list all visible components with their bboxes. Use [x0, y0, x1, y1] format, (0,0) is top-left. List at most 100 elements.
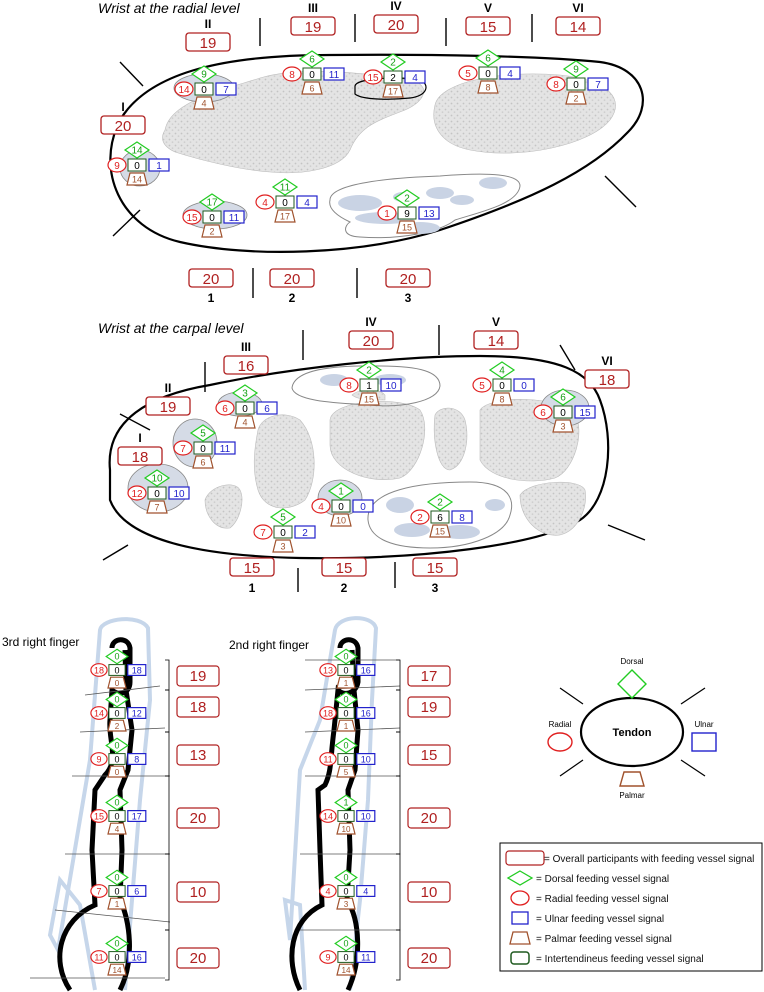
carpal-cluster-9-dorsal-diamond [269, 508, 297, 526]
radial-cluster-8-center-value: 0 [209, 213, 215, 224]
carpal-cluster-9-radial-oval [253, 524, 273, 540]
finger-3-level-4-ulnar-square [127, 809, 147, 822]
carpal-cluster-2-ulnar-value: 0 [521, 381, 527, 392]
carpal-compartment-V-box [473, 330, 519, 350]
finger-2-level-1-total-box [407, 665, 451, 687]
radial-cluster-4-palmar-value: 8 [485, 83, 490, 93]
radial-compartment-IV-box [373, 14, 419, 34]
radial-cluster-5-ulnar-square [587, 77, 609, 91]
radial-cluster-1-radial-oval [174, 81, 194, 97]
radial-cluster-3-center-value: 2 [390, 73, 396, 84]
finger-2-level-5-center-value: 0 [343, 887, 348, 897]
finger-2-level-5-palmar-trapezoid [336, 897, 356, 910]
carpal-bottom-3-value: 15 [427, 560, 444, 577]
radial-cluster-2-palmar-value: 6 [309, 84, 314, 94]
carpal-cluster-5-ulnar-square [214, 441, 236, 455]
finger-3-level-1-radial-value: 18 [94, 666, 104, 676]
carpal-compartment-II-label: II [165, 381, 172, 395]
finger-3-level-1-palmar-value: 0 [115, 679, 120, 688]
radial-cluster-5-center-square [566, 77, 586, 91]
finger-3-level-3-bracket [165, 731, 170, 777]
finger-2-level-6-center-value: 0 [343, 953, 348, 963]
radial-compartment-I: I20 [100, 100, 146, 135]
radial-cluster-4-center-square [478, 66, 498, 80]
radial-cluster-4-radial-value: 5 [465, 69, 471, 80]
carpal-cluster-3-palmar-value: 4 [242, 418, 247, 428]
carpal-cluster-2-dorsal-diamond [488, 361, 516, 379]
finger-2-level-4-dorsal-diamond [334, 794, 358, 811]
carpal-level-title: Wrist at the carpal level [98, 320, 244, 336]
carpal-compartment-III-value: 16 [238, 358, 255, 375]
carpal-compartment-VI-label: VI [601, 354, 612, 368]
radial-cluster-7-palmar-trapezoid [274, 209, 296, 223]
radial-compartment-III-value: 19 [305, 19, 322, 36]
finger-2-level-2-dorsal-diamond [334, 691, 358, 708]
radial-compartment-III-label: III [308, 1, 318, 15]
carpal-cluster-1-radial-oval [339, 377, 359, 393]
radial-cluster-8-ulnar-value: 11 [229, 213, 240, 224]
radial-cluster-2-ulnar-value: 11 [329, 70, 340, 81]
carpal-cluster-6-dorsal-diamond [143, 469, 171, 487]
carpal-cluster-5-dorsal-value: 5 [200, 429, 206, 440]
finger-2-level-6-dorsal-diamond [334, 935, 358, 952]
radial-cluster-6-radial-value: 9 [114, 161, 120, 172]
radial-cluster-9-radial-value: 1 [384, 209, 390, 220]
finger-2-level-2-palmar-trapezoid [336, 719, 356, 732]
carpal-bottom-2-value: 15 [336, 560, 353, 577]
radial-cluster-2-radial-oval [282, 66, 302, 82]
carpal-flexor-tendons [386, 497, 505, 539]
finger-3-level-3-center-value: 0 [114, 755, 119, 765]
tendon-label: Tendon [613, 727, 652, 739]
finger-2-level-4-ulnar-square [356, 809, 376, 822]
legend-item-inter-text: = Intertendineus feeding vessel signal [536, 954, 704, 965]
carpal-cluster-2-palmar-trapezoid [491, 392, 513, 406]
carpal-cluster-2-palmar-value: 8 [499, 395, 504, 405]
radial-cluster-2-center-value: 0 [309, 70, 315, 81]
carpal-cluster-3-center-value: 0 [242, 404, 248, 415]
finger-3-level-2-radial-oval [90, 706, 108, 720]
carpal-bottom-3-box [412, 557, 458, 577]
finger-3-level-2-center-square [108, 707, 126, 719]
radial-cluster-2-ulnar-square [323, 67, 345, 81]
radial-cluster-8-palmar-value: 2 [209, 227, 214, 237]
radial-cluster-3-palmar-value: 17 [388, 87, 398, 97]
radial-bottom-1: 20 [188, 268, 234, 288]
finger-2-level-1-total: 17 [407, 665, 451, 687]
radial-compartment-II-label: II [205, 17, 212, 31]
finger-2-level-2-total-value: 19 [421, 699, 438, 716]
legend-item-palmar-swatch [509, 931, 531, 945]
schema-radial-oval [547, 732, 573, 752]
radial-cluster-3-dorsal-value: 2 [390, 58, 396, 69]
carpal-compartment-III-box [223, 355, 269, 375]
radial-cluster-6-palmar-trapezoid [126, 172, 148, 186]
radial-cluster-6-center-value: 0 [134, 161, 140, 172]
finger-2-level-1-radial-oval [319, 663, 337, 677]
carpal-cluster-6-palmar-value: 7 [154, 503, 159, 513]
finger-2-level-2-ulnar-square [356, 706, 376, 719]
finger-3-level-6-center-value: 0 [114, 953, 119, 963]
radial-cluster-5-dorsal-diamond [562, 60, 590, 78]
finger-3-level-2-palmar-trapezoid [107, 719, 127, 732]
radial-compartment-VI-value: 14 [570, 19, 587, 36]
radial-cluster-7-ulnar-square [296, 195, 318, 209]
radial-cluster-9-ulnar-value: 13 [423, 209, 435, 220]
finger-2-level-1-ulnar-value: 16 [361, 666, 371, 676]
finger-2-level-5-total-value: 10 [421, 884, 438, 901]
carpal-cluster-3-center-square [235, 401, 255, 415]
carpal-wrist-outline [108, 354, 610, 560]
finger-3-level-2-bracket [165, 689, 170, 733]
carpal-cluster-9-ulnar-square [294, 525, 316, 539]
finger-3-level-2-radial-value: 14 [94, 709, 104, 719]
finger-2-level-4-total-box [407, 807, 451, 829]
carpal-cluster-3-radial-value: 6 [222, 404, 228, 415]
finger-3-level-2-ulnar-value: 12 [132, 709, 142, 719]
carpal-compartment-II-value: 19 [160, 399, 177, 416]
